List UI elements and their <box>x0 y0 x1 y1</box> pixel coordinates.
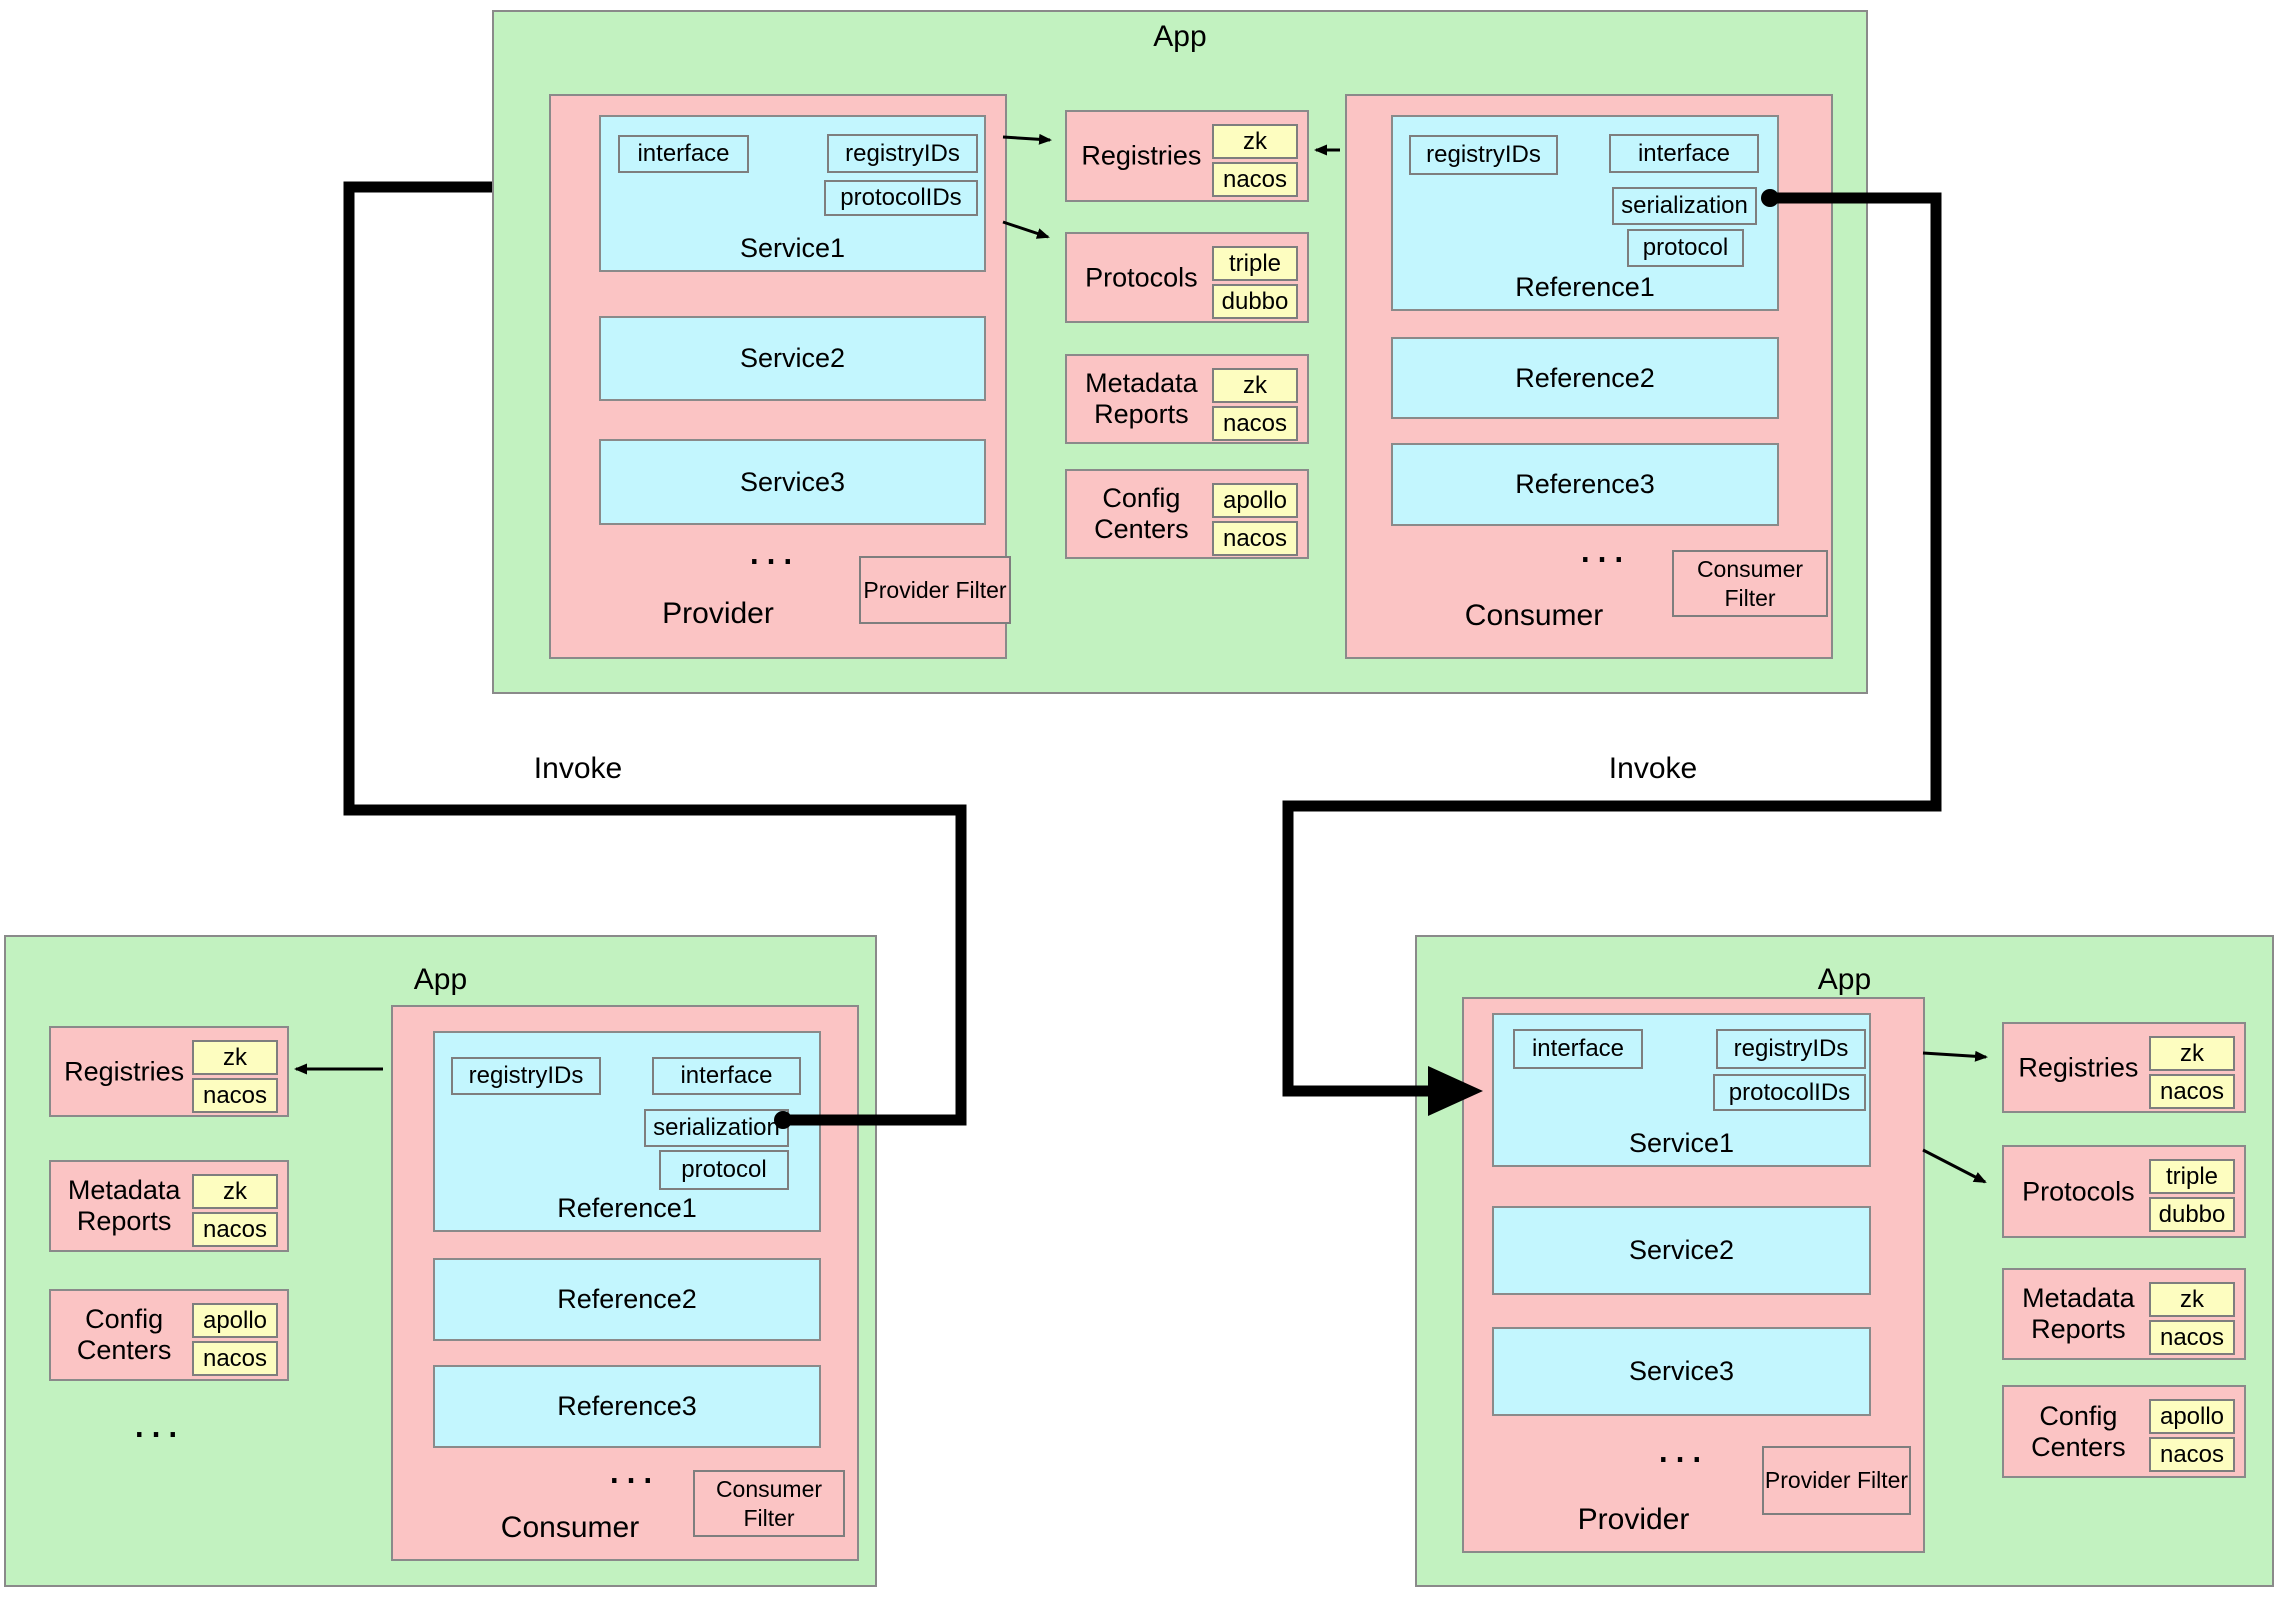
br-provider-box: interface registryIDs protocolIDs Servic… <box>1462 997 1925 1553</box>
bl-sidebar-ellipsis: ... <box>132 1395 184 1447</box>
top-service2-box: Service2 <box>599 316 986 401</box>
bl-reference1-serialization-box: serialization <box>644 1109 789 1147</box>
br-config-tag-apollo: apollo <box>2149 1399 2235 1434</box>
top-protocols-tag-dubbo: dubbo <box>1212 284 1298 319</box>
br-protocols-box: Protocols triple dubbo <box>2002 1145 2246 1238</box>
br-service1-name: Service1 <box>1628 1128 1735 1158</box>
bl-reference2-box: Reference2 <box>433 1258 821 1341</box>
top-reference2-box: Reference2 <box>1391 337 1779 419</box>
top-reference1-box: registryIDs interface serialization prot… <box>1391 115 1779 311</box>
br-service1-protocolids-box: protocolIDs <box>1713 1074 1866 1111</box>
bl-metadata-reports-box: Metadata Reports zk nacos <box>49 1160 289 1252</box>
top-service3-box: Service3 <box>599 439 986 525</box>
br-provider-ellipsis: ... <box>1656 1420 1708 1472</box>
br-service1-interface-box: interface <box>1513 1029 1643 1069</box>
top-registries-box: Registries zk nacos <box>1065 110 1309 202</box>
br-provider-filter-box: Provider Filter <box>1762 1446 1911 1515</box>
top-reference1-registryids-box: registryIDs <box>1409 135 1558 175</box>
br-registries-label: Registries <box>2018 1051 2139 1082</box>
bl-metadata-tag-zk: zk <box>192 1174 278 1209</box>
bl-config-centers-box: Config Centers apollo nacos <box>49 1289 289 1381</box>
br-service3-box: Service3 <box>1492 1327 1871 1416</box>
bl-reference1-name: Reference1 <box>557 1193 697 1223</box>
top-consumer-ellipsis: ... <box>1578 520 1630 572</box>
top-app-title: App <box>1153 20 1207 53</box>
top-service1-name: Service1 <box>739 233 846 263</box>
top-service1-registryids-box: registryIDs <box>827 134 978 173</box>
top-reference3-box: Reference3 <box>1391 443 1779 526</box>
bl-reference1-protocol-box: protocol <box>659 1150 789 1190</box>
top-service1-interface-box: interface <box>618 135 749 173</box>
bl-consumer-label: Consumer <box>500 1511 640 1544</box>
top-config-centers-label: Config Centers <box>1094 482 1189 544</box>
top-consumer-label: Consumer <box>1464 599 1604 632</box>
br-metadata-reports-label: Metadata Reports <box>2022 1282 2135 1344</box>
top-config-tag-apollo: apollo <box>1212 483 1298 518</box>
br-protocols-tag-dubbo: dubbo <box>2149 1197 2235 1232</box>
br-service1-box: interface registryIDs protocolIDs Servic… <box>1492 1013 1871 1167</box>
top-provider-ellipsis: ... <box>747 522 799 574</box>
bl-consumer-ellipsis: ... <box>607 1441 659 1493</box>
br-registries-tag-zk: zk <box>2149 1036 2235 1071</box>
br-protocols-tag-triple: triple <box>2149 1159 2235 1194</box>
bl-consumer-box: registryIDs interface serialization prot… <box>391 1005 859 1561</box>
top-provider-box: interface registryIDs protocolIDs Servic… <box>549 94 1011 659</box>
bl-reference1-interface-box: interface <box>652 1057 801 1095</box>
br-config-tag-nacos: nacos <box>2149 1437 2235 1472</box>
top-service1-protocolids-box: protocolIDs <box>824 180 978 216</box>
top-protocols-label: Protocols <box>1085 261 1198 292</box>
top-provider-label: Provider <box>662 597 774 630</box>
br-registries-tag-nacos: nacos <box>2149 1074 2235 1109</box>
top-registries-tag-nacos: nacos <box>1212 162 1298 197</box>
br-provider-label: Provider <box>1577 1503 1690 1536</box>
bl-reference1-box: registryIDs interface serialization prot… <box>433 1031 821 1232</box>
top-metadata-reports-box: Metadata Reports zk nacos <box>1065 354 1309 444</box>
bottom-left-app-title: App <box>413 963 468 996</box>
top-reference1-interface-box: interface <box>1609 134 1759 173</box>
top-service1-box: interface registryIDs protocolIDs Servic… <box>599 115 986 272</box>
br-metadata-tag-zk: zk <box>2149 1282 2235 1317</box>
bl-registries-label: Registries <box>64 1055 185 1086</box>
bottom-right-app-box: App interface registryIDs protocolIDs Se… <box>1415 935 2274 1587</box>
bl-registries-tag-nacos: nacos <box>192 1078 278 1113</box>
top-config-tag-nacos: nacos <box>1212 521 1298 556</box>
br-metadata-tag-nacos: nacos <box>2149 1320 2235 1355</box>
bl-reference1-registryids-box: registryIDs <box>451 1057 601 1095</box>
top-protocols-box: Protocols triple dubbo <box>1065 232 1309 323</box>
bottom-left-app-box: App Registries zk nacos Metadata Reports… <box>4 935 877 1587</box>
bl-config-tag-apollo: apollo <box>192 1303 278 1338</box>
top-metadata-tag-zk: zk <box>1212 368 1298 403</box>
top-registries-tag-zk: zk <box>1212 124 1298 159</box>
top-reference1-serialization-box: serialization <box>1612 187 1757 225</box>
top-metadata-reports-label: Metadata Reports <box>1085 367 1198 429</box>
bl-consumer-filter-box: Consumer Filter <box>693 1470 845 1537</box>
br-config-centers-label: Config Centers <box>2031 1400 2126 1462</box>
top-metadata-tag-nacos: nacos <box>1212 406 1298 441</box>
top-app-box: App interface registryIDs protocolIDs Se… <box>492 10 1868 694</box>
invoke-label-left: Invoke <box>533 752 623 785</box>
bl-metadata-reports-label: Metadata Reports <box>67 1174 181 1236</box>
br-config-centers-box: Config Centers apollo nacos <box>2002 1385 2246 1478</box>
br-metadata-reports-box: Metadata Reports zk nacos <box>2002 1268 2246 1360</box>
br-registries-box: Registries zk nacos <box>2002 1022 2246 1113</box>
br-service2-box: Service2 <box>1492 1206 1871 1295</box>
bl-metadata-tag-nacos: nacos <box>192 1212 278 1247</box>
br-protocols-label: Protocols <box>2022 1175 2135 1206</box>
top-reference1-name: Reference1 <box>1515 272 1655 302</box>
bl-config-centers-label: Config Centers <box>76 1303 172 1365</box>
top-consumer-box: registryIDs interface serialization prot… <box>1345 94 1833 659</box>
top-registries-label: Registries <box>1081 140 1202 171</box>
invoke-label-right: Invoke <box>1608 752 1698 785</box>
top-reference1-protocol-box: protocol <box>1627 229 1744 267</box>
top-config-centers-box: Config Centers apollo nacos <box>1065 469 1309 559</box>
br-service1-registryids-box: registryIDs <box>1716 1029 1866 1069</box>
top-protocols-tag-triple: triple <box>1212 246 1298 281</box>
bl-registries-tag-zk: zk <box>192 1040 278 1075</box>
bottom-right-app-title: App <box>1817 963 1872 996</box>
bl-config-tag-nacos: nacos <box>192 1341 278 1376</box>
bl-reference3-box: Reference3 <box>433 1365 821 1448</box>
bl-registries-box: Registries zk nacos <box>49 1026 289 1117</box>
